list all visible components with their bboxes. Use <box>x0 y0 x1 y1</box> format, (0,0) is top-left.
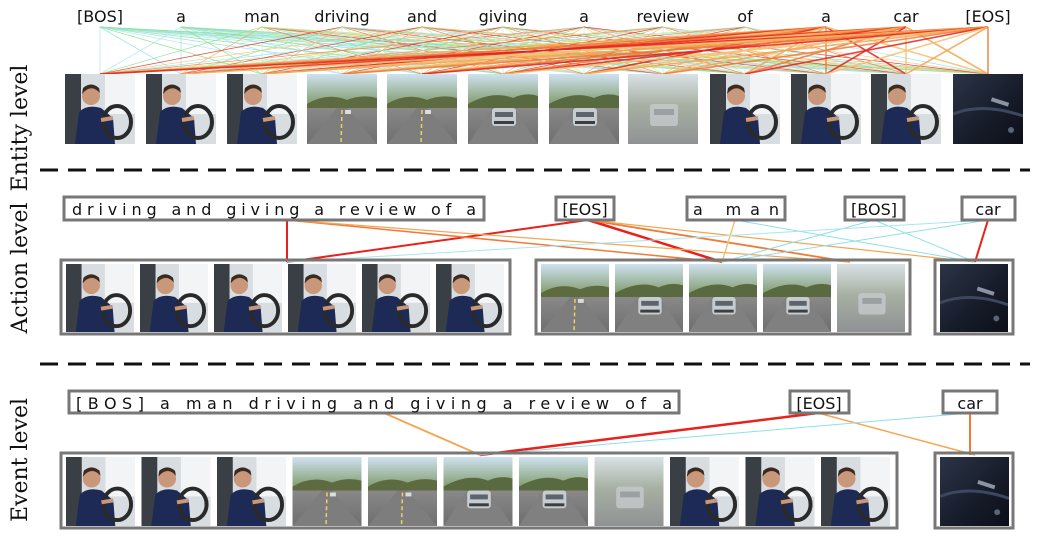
entity-attention-line <box>99 26 343 75</box>
event-frame <box>594 457 664 526</box>
entity-token: review <box>637 7 690 26</box>
entity-frame <box>871 74 941 144</box>
action-text-1: driving and giving a review of a <box>72 200 476 219</box>
entity-frame <box>146 74 216 144</box>
action-attention-lines <box>286 218 989 264</box>
event-video-group-2 <box>933 451 1015 530</box>
action-frame <box>288 264 356 332</box>
event-frame <box>292 457 362 526</box>
action-text-5: car <box>975 200 1001 219</box>
event-frame <box>940 457 1009 526</box>
entity-token: driving <box>314 7 369 26</box>
event-frame <box>519 457 588 526</box>
entity-attention-line <box>583 26 989 75</box>
event-frames <box>66 457 1009 526</box>
action-frame <box>940 264 1008 332</box>
entity-token: car <box>893 7 919 26</box>
entity-attention-lines <box>99 26 989 75</box>
entity-token: [EOS] <box>965 7 1010 26</box>
entity-token: a <box>176 7 186 26</box>
entity-frame <box>953 74 1023 144</box>
action-frame <box>362 264 430 332</box>
entity-frame <box>549 74 619 144</box>
event-text-group-2 <box>788 389 851 415</box>
entity-frame <box>307 74 377 144</box>
action-frame <box>763 264 831 332</box>
entity-attention-line <box>99 26 182 75</box>
entity-frame <box>710 74 780 144</box>
event-frame <box>217 457 286 526</box>
action-frame <box>66 264 134 332</box>
entity-attention-line <box>341 26 989 75</box>
entity-token: a <box>579 7 589 26</box>
event-video-group-1 <box>59 451 899 530</box>
event-frame <box>745 457 815 526</box>
event-text-group-1 <box>67 389 681 415</box>
action-frame <box>615 264 683 332</box>
entity-attention-line <box>825 26 989 75</box>
action-text-group-5 <box>960 195 1017 222</box>
entity-attention-line <box>99 26 423 75</box>
entity-tokens: [BOS] a man driving and giving a review of a car [E… <box>77 7 1011 26</box>
action-frame <box>689 264 757 332</box>
action-video-group-1 <box>59 258 512 336</box>
event-text-group-3 <box>941 389 999 415</box>
entity-attention-line <box>99 26 746 75</box>
entity-attention-line <box>421 26 989 75</box>
entity-frame <box>791 74 861 144</box>
entity-attention-line <box>99 26 664 75</box>
event-frame <box>368 457 437 526</box>
event-attention-lines <box>383 411 976 457</box>
entity-frame <box>387 74 457 144</box>
entity-attention-line <box>99 26 263 75</box>
entity-attention-line <box>99 26 585 75</box>
entity-attention-line <box>261 26 989 75</box>
action-text-3: a man <box>693 200 779 219</box>
action-frame <box>837 264 905 332</box>
action-video-group-3 <box>933 258 1015 336</box>
entity-frames <box>65 74 1023 144</box>
event-frame <box>141 457 211 526</box>
entity-frame <box>65 74 135 144</box>
action-text-group-3 <box>685 195 787 222</box>
entity-frame <box>628 74 698 144</box>
action-text-4: [BOS] <box>851 200 897 219</box>
event-frame <box>443 457 513 526</box>
event-text-1: [BOS] a man driving and giving a review … <box>76 394 672 413</box>
action-level-label: Action level <box>8 202 33 334</box>
action-frame <box>140 264 208 332</box>
entity-attention-line <box>99 26 504 75</box>
entity-frame <box>468 74 538 144</box>
entity-frame <box>227 74 297 144</box>
event-frame <box>821 457 890 526</box>
entity-token: of <box>737 7 753 26</box>
entity-attention-line <box>744 26 989 75</box>
entity-token: a <box>821 7 831 26</box>
action-frame <box>541 264 609 332</box>
entity-attention-line <box>905 26 989 75</box>
action-text-group-2 <box>554 195 616 222</box>
entity-token: and <box>407 7 437 26</box>
action-text-2: [EOS] <box>562 200 607 219</box>
action-text-group-4 <box>843 195 906 222</box>
entity-token: man <box>244 7 280 26</box>
entity-attention-line <box>662 26 989 75</box>
action-frame <box>436 264 504 332</box>
event-frame <box>670 457 739 526</box>
event-text-3: car <box>957 394 983 413</box>
entity-attention-line <box>180 26 989 75</box>
entity-level-label: Entity level <box>8 65 33 192</box>
action-text-group-1 <box>62 195 486 222</box>
entity-token: giving <box>479 7 528 26</box>
event-frame <box>66 457 135 526</box>
event-level-label: Event level <box>8 398 33 522</box>
action-video-group-2 <box>534 258 912 336</box>
entity-attention-line <box>502 26 989 75</box>
entity-token: [BOS] <box>77 7 123 26</box>
event-text-2: [EOS] <box>796 394 841 413</box>
action-frame <box>214 264 282 332</box>
